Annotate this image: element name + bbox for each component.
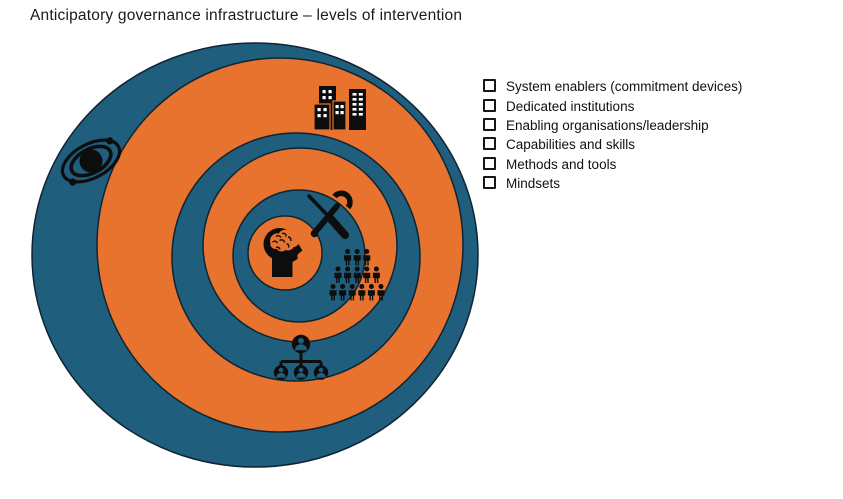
legend-label: Mindsets: [506, 176, 561, 192]
legend-label: Methods and tools: [506, 156, 617, 172]
legend-item-system-enablers: System enablers (commitment devices): [483, 77, 742, 96]
legend-label: System enablers (commitment devices): [506, 79, 743, 95]
legend-label: Dedicated institutions: [506, 98, 635, 114]
legend-label: Capabilities and skills: [506, 137, 636, 153]
tools-icon: [307, 190, 353, 239]
checkbox-bullet-icon: [483, 98, 496, 112]
legend-item-enabling-organisations: Enabling organisations/leadership: [483, 116, 742, 135]
checkbox-bullet-icon: [483, 137, 496, 151]
org-chart-icon: [273, 334, 329, 380]
planet-icon: [60, 137, 122, 186]
legend-item-mindsets: Mindsets: [483, 174, 742, 193]
legend: System enablers (commitment devices) Ded…: [483, 77, 742, 193]
head-brain-icon: [263, 228, 303, 277]
legend-item-methods-tools: Methods and tools: [483, 155, 742, 174]
building-windows: [317, 90, 363, 118]
legend-label: Enabling organisations/leadership: [506, 117, 709, 133]
legend-item-capabilities-skills: Capabilities and skills: [483, 135, 742, 154]
legend-item-dedicated-institutions: Dedicated institutions: [483, 96, 742, 115]
buildings-icon: [313, 86, 366, 131]
checkbox-bullet-icon: [483, 176, 496, 190]
page-title: Anticipatory governance infrastructure –…: [30, 7, 463, 24]
checkbox-bullet-icon: [483, 156, 496, 170]
checkbox-bullet-icon: [483, 117, 496, 131]
checkbox-bullet-icon: [483, 79, 496, 93]
